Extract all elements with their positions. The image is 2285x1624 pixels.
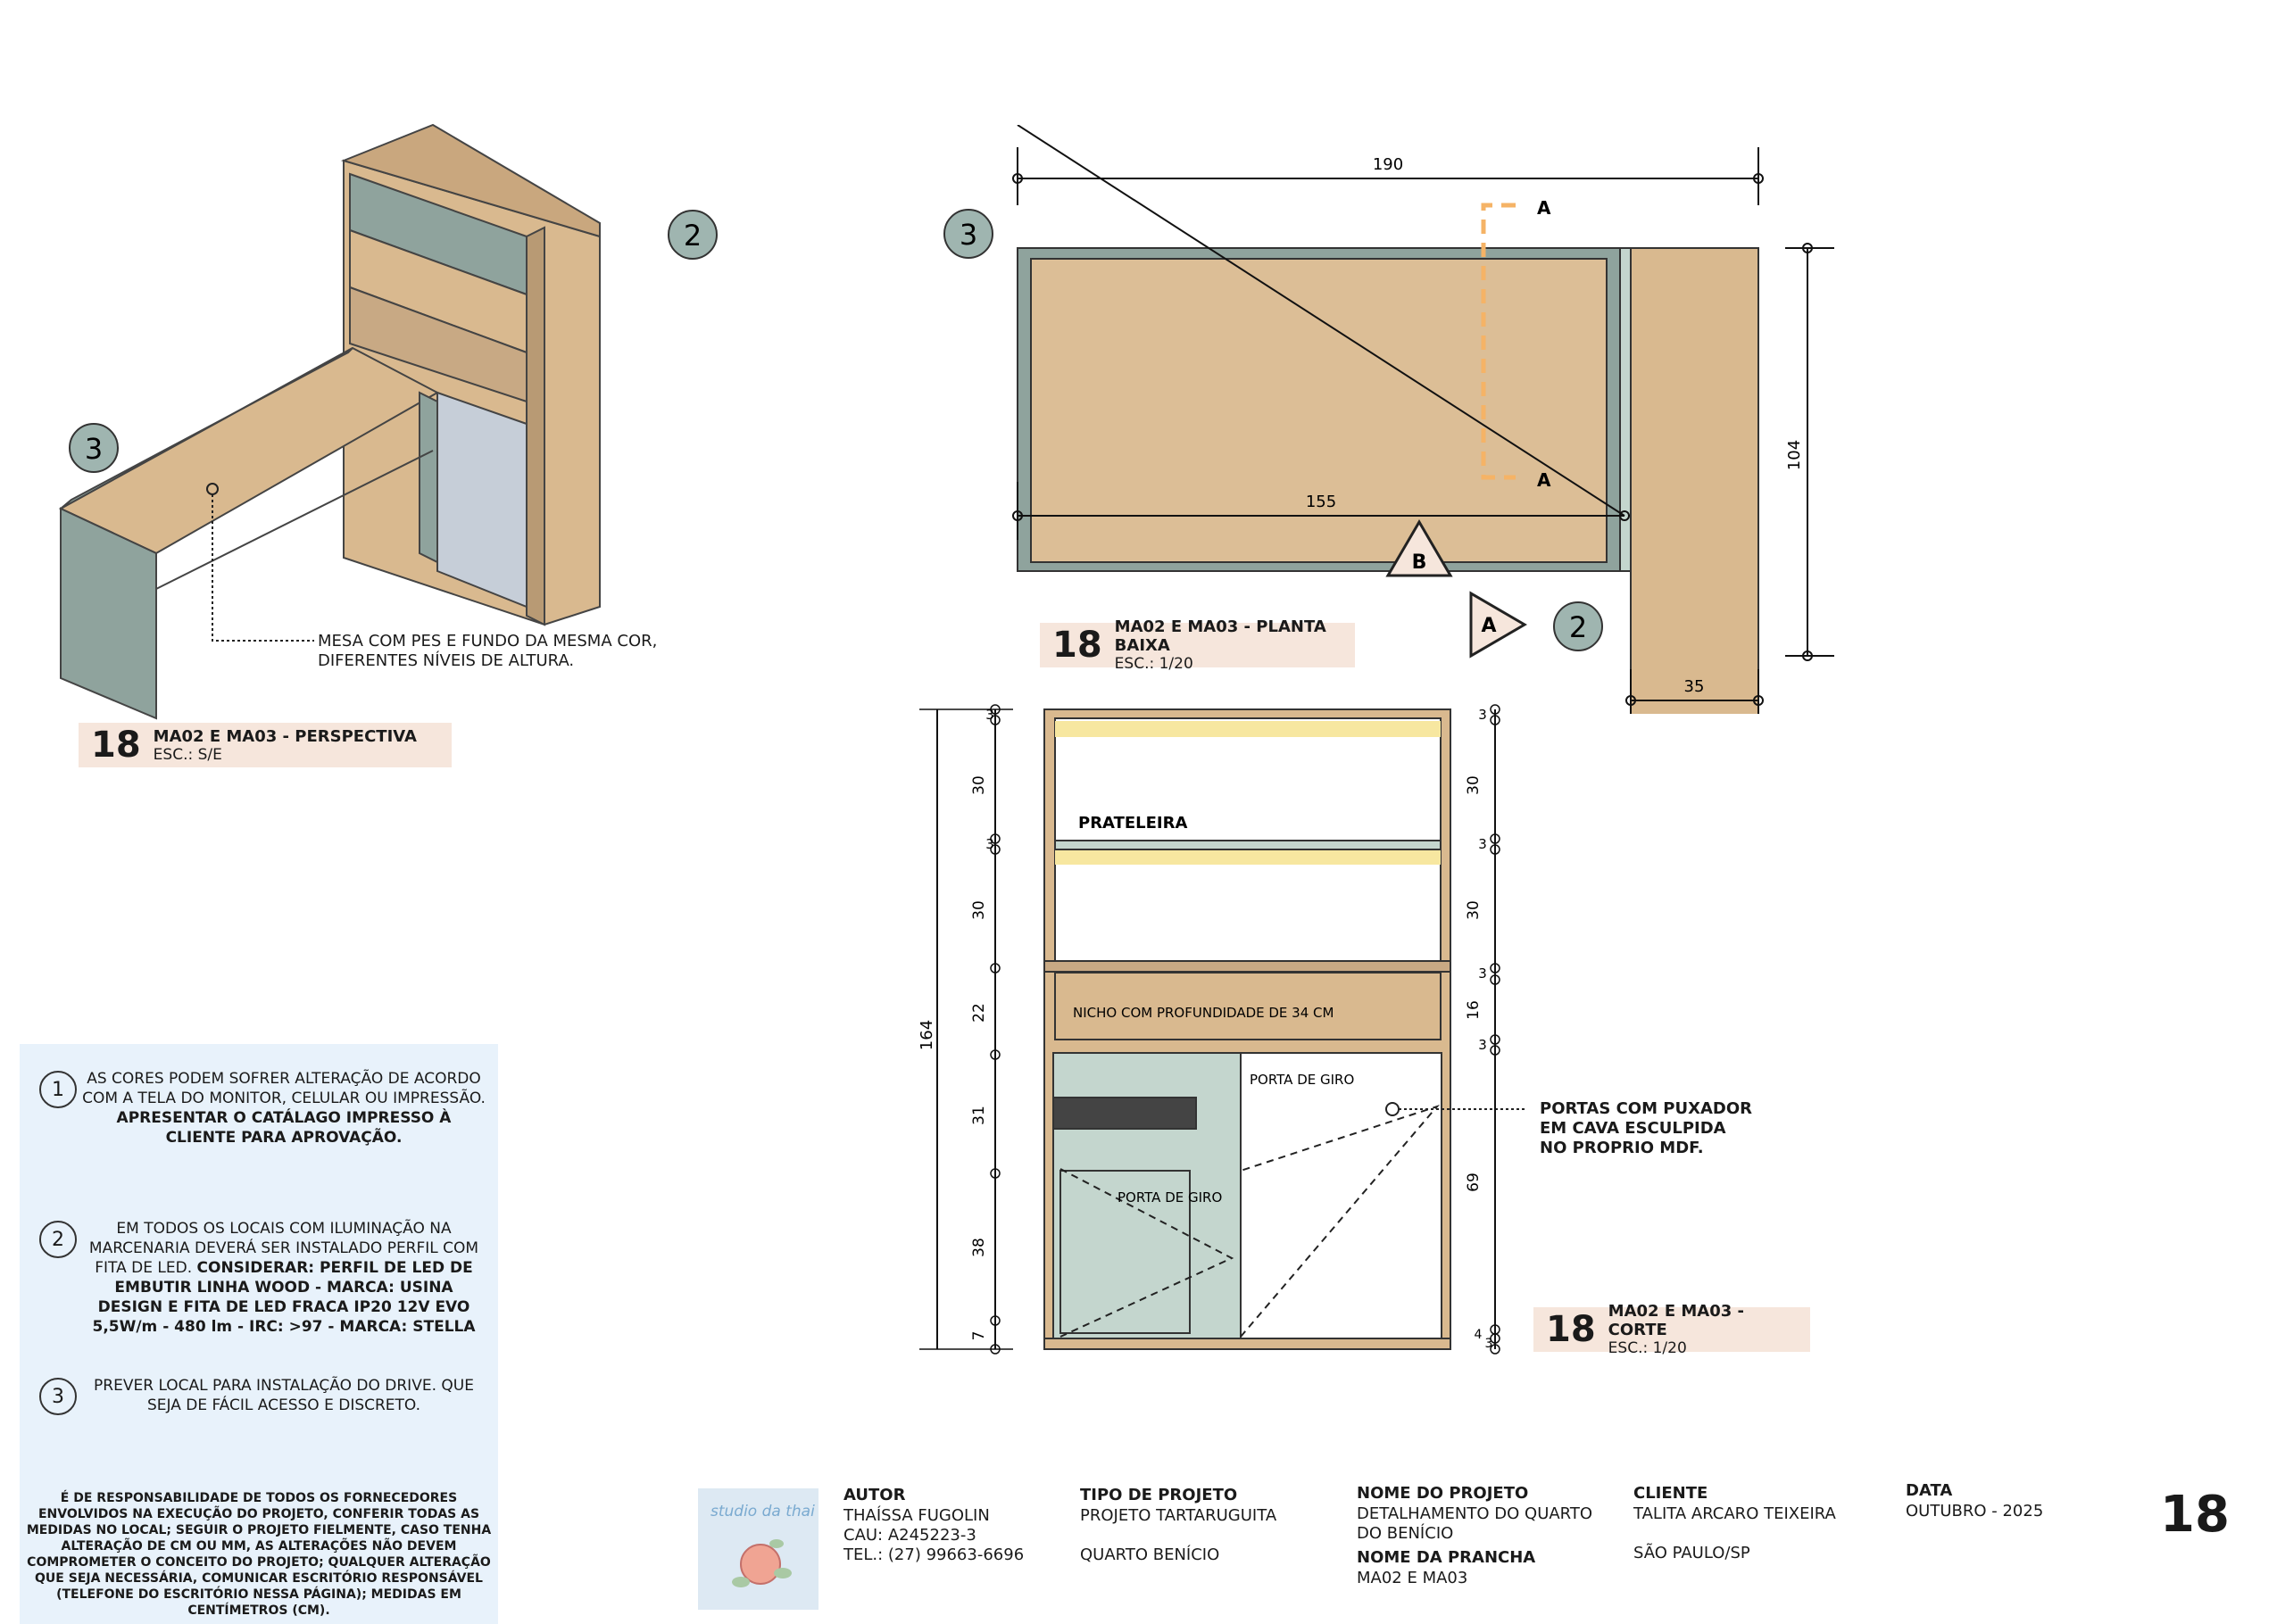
note-2-number: 2	[39, 1221, 77, 1258]
note-2-text: EM TODOS OS LOCAIS COM ILUMINAÇÃO NA MAR…	[77, 1219, 486, 1337]
section-left-dim-2: 30	[970, 775, 988, 795]
cliente-value: TALITA ARCARO TEIXEIRA	[1633, 1504, 1836, 1523]
plan-dim-bottom: 155	[1306, 493, 1336, 511]
plan-scale: ESC.: 1/20	[1114, 655, 1193, 673]
note-1-body: AS CORES PODEM SOFRER ALTERAÇÃO DE ACORD…	[82, 1070, 486, 1107]
note-3: 3 PREVER LOCAL PARA INSTALAÇÃO DO DRIVE.…	[39, 1376, 486, 1415]
note-1-number: 1	[39, 1071, 77, 1108]
plan-marker-2	[1553, 601, 1603, 651]
section-right-dim-9: 4	[1475, 1328, 1483, 1342]
note-1-bold: APRESENTAR O CATÁLAGO IMPRESSO À CLIENTE…	[116, 1109, 452, 1147]
section-left-dim-7: 38	[970, 1238, 988, 1257]
section-left-dim-3: 3	[985, 836, 994, 852]
section-title-tag: 18 MA02 E MA03 - CORTE ESC.: 1/20	[1533, 1302, 1810, 1357]
plan-view-a: A	[1481, 615, 1496, 637]
plan-section-a-bottom: A	[1537, 469, 1551, 491]
plan-marker-3-label: 3	[960, 218, 977, 252]
data-label: DATA	[1906, 1481, 1953, 1500]
plan-tag-num: 18	[1052, 625, 1102, 666]
section-title: MA02 E MA03 - CORTE	[1608, 1302, 1745, 1339]
nome-projeto-value: DETALHAMENTO DO QUARTO DO BENÍCIO	[1357, 1504, 1593, 1543]
nome-projeto-label: NOME DO PROJETO	[1357, 1484, 1529, 1503]
section-right-dim-6: 16	[1465, 1000, 1483, 1020]
section-tag-num: 18	[1546, 1309, 1596, 1350]
section-left-dim-8: 7	[970, 1331, 988, 1341]
section-label-door-1: PORTA DE GIRO	[1250, 1072, 1354, 1088]
studio-logo: studio da thai	[698, 1488, 818, 1610]
autor-name: THAÍSSA FUGOLIN	[843, 1506, 990, 1525]
note-1: 1 AS CORES PODEM SOFRER ALTERAÇÃO DE ACO…	[39, 1069, 486, 1148]
data-value: OUTUBRO - 2025	[1906, 1502, 2044, 1520]
plan-drawing: 190 A A 155 104 35 B A 3 2	[943, 125, 1834, 714]
marker-2-label: 2	[684, 219, 702, 253]
perspective-callout: MESA COM PES E FUNDO DA MESMA COR, DIFER…	[318, 632, 658, 670]
cliente-label: CLIENTE	[1633, 1484, 1708, 1503]
plan-title: MA02 E MA03 - PLANTA BAIXA	[1114, 617, 1326, 655]
note-2: 2 EM TODOS OS LOCAIS COM ILUMINAÇÃO NA M…	[39, 1219, 486, 1337]
plan-section-a-top: A	[1537, 197, 1551, 219]
section-right-dim-3: 3	[1478, 836, 1487, 852]
perspective-tag-num: 18	[91, 725, 141, 766]
autor-label: AUTOR	[843, 1486, 906, 1504]
tipo-value-2: QUARTO BENÍCIO	[1080, 1545, 1220, 1564]
perspective-title: MA02 E MA03 - PERSPECTIVA	[153, 726, 417, 746]
tipo-label: TIPO DE PROJETO	[1080, 1486, 1238, 1504]
cliente-city: SÃO PAULO/SP	[1633, 1544, 1750, 1562]
note-1-text: AS CORES PODEM SOFRER ALTERAÇÃO DE ACORD…	[77, 1069, 486, 1148]
prancha-value: MA02 E MA03	[1357, 1569, 1468, 1587]
plan-marker-3	[943, 209, 993, 259]
sheet-number: 18	[2160, 1486, 2230, 1544]
section-left-dim-4: 30	[970, 900, 988, 920]
section-scale: ESC.: 1/20	[1608, 1339, 1687, 1357]
perspective-scale: ESC.: S/E	[153, 745, 222, 764]
section-drawing: 164 3 30 3 30 22 31 38 7 3 30 3 30 3 16 …	[918, 704, 1526, 1355]
section-label-shelf: PRATELEIRA	[1078, 814, 1187, 833]
logo-text: studio da thai	[710, 1503, 815, 1520]
section-right-dim-2: 30	[1465, 775, 1483, 795]
section-dim-total: 164	[918, 1020, 936, 1050]
notes-panel: 1 AS CORES PODEM SOFRER ALTERAÇÃO DE ACO…	[20, 1044, 498, 1624]
section-label-door-2: PORTA DE GIRO	[1118, 1189, 1222, 1206]
turtle-icon	[732, 1539, 792, 1587]
section-right-dim-5: 3	[1478, 965, 1487, 982]
plan-marker-2-label: 2	[1569, 610, 1587, 644]
plan-dim-top: 190	[1373, 155, 1403, 174]
note-3-number: 3	[39, 1378, 77, 1415]
plan-dim-side: 35	[1684, 677, 1705, 696]
plan-title-tag: 18 MA02 E MA03 - PLANTA BAIXA ESC.: 1/20	[1040, 617, 1355, 673]
section-left-dim-6: 31	[970, 1106, 988, 1125]
prancha-label: NOME DA PRANCHA	[1357, 1548, 1536, 1567]
section-label-niche: NICHO COM PROFUNDIDADE DE 34 CM	[1073, 1005, 1334, 1021]
autor-cau: CAU: A245223-3	[843, 1526, 976, 1545]
section-left-dim-1: 3	[985, 707, 994, 723]
section-right-dim-1: 3	[1478, 707, 1487, 723]
marker-3	[69, 423, 119, 473]
section-right-dim-7: 3	[1478, 1037, 1487, 1053]
note-2-body: EM TODOS OS LOCAIS COM ILUMINAÇÃO NA MAR…	[88, 1220, 479, 1277]
section-right-dim-10: 3	[1485, 1337, 1493, 1351]
section-left-dim-5: 22	[970, 1003, 988, 1023]
note-2-bold: CONSIDERAR: PERFIL DE LED DE EMBUTIR LIN…	[92, 1259, 476, 1336]
plan-dim-right: 104	[1785, 440, 1804, 470]
disclaimer: É DE RESPONSABILIDADE DE TODOS OS FORNEC…	[26, 1491, 492, 1618]
autor-tel: TEL.: (27) 99663-6696	[843, 1545, 1025, 1564]
perspective-drawing: 2 3	[58, 123, 718, 720]
marker-2	[668, 210, 718, 260]
section-right-dim-4: 30	[1465, 900, 1483, 920]
tipo-value-1: PROJETO TARTARUGUITA	[1080, 1506, 1277, 1525]
note-3-text: PREVER LOCAL PARA INSTALAÇÃO DO DRIVE. Q…	[77, 1376, 486, 1415]
marker-3-label: 3	[85, 432, 103, 466]
section-right-dim-8: 69	[1465, 1172, 1483, 1192]
perspective-title-tag: 18 MA02 E MA03 - PERSPECTIVA ESC.: S/E	[79, 723, 452, 767]
note-3-body: PREVER LOCAL PARA INSTALAÇÃO DO DRIVE. Q…	[94, 1377, 474, 1414]
section-callout: PORTAS COM PUXADOR EM CAVA ESCULPIDA NO …	[1540, 1099, 1752, 1157]
plan-view-b: B	[1412, 551, 1427, 574]
